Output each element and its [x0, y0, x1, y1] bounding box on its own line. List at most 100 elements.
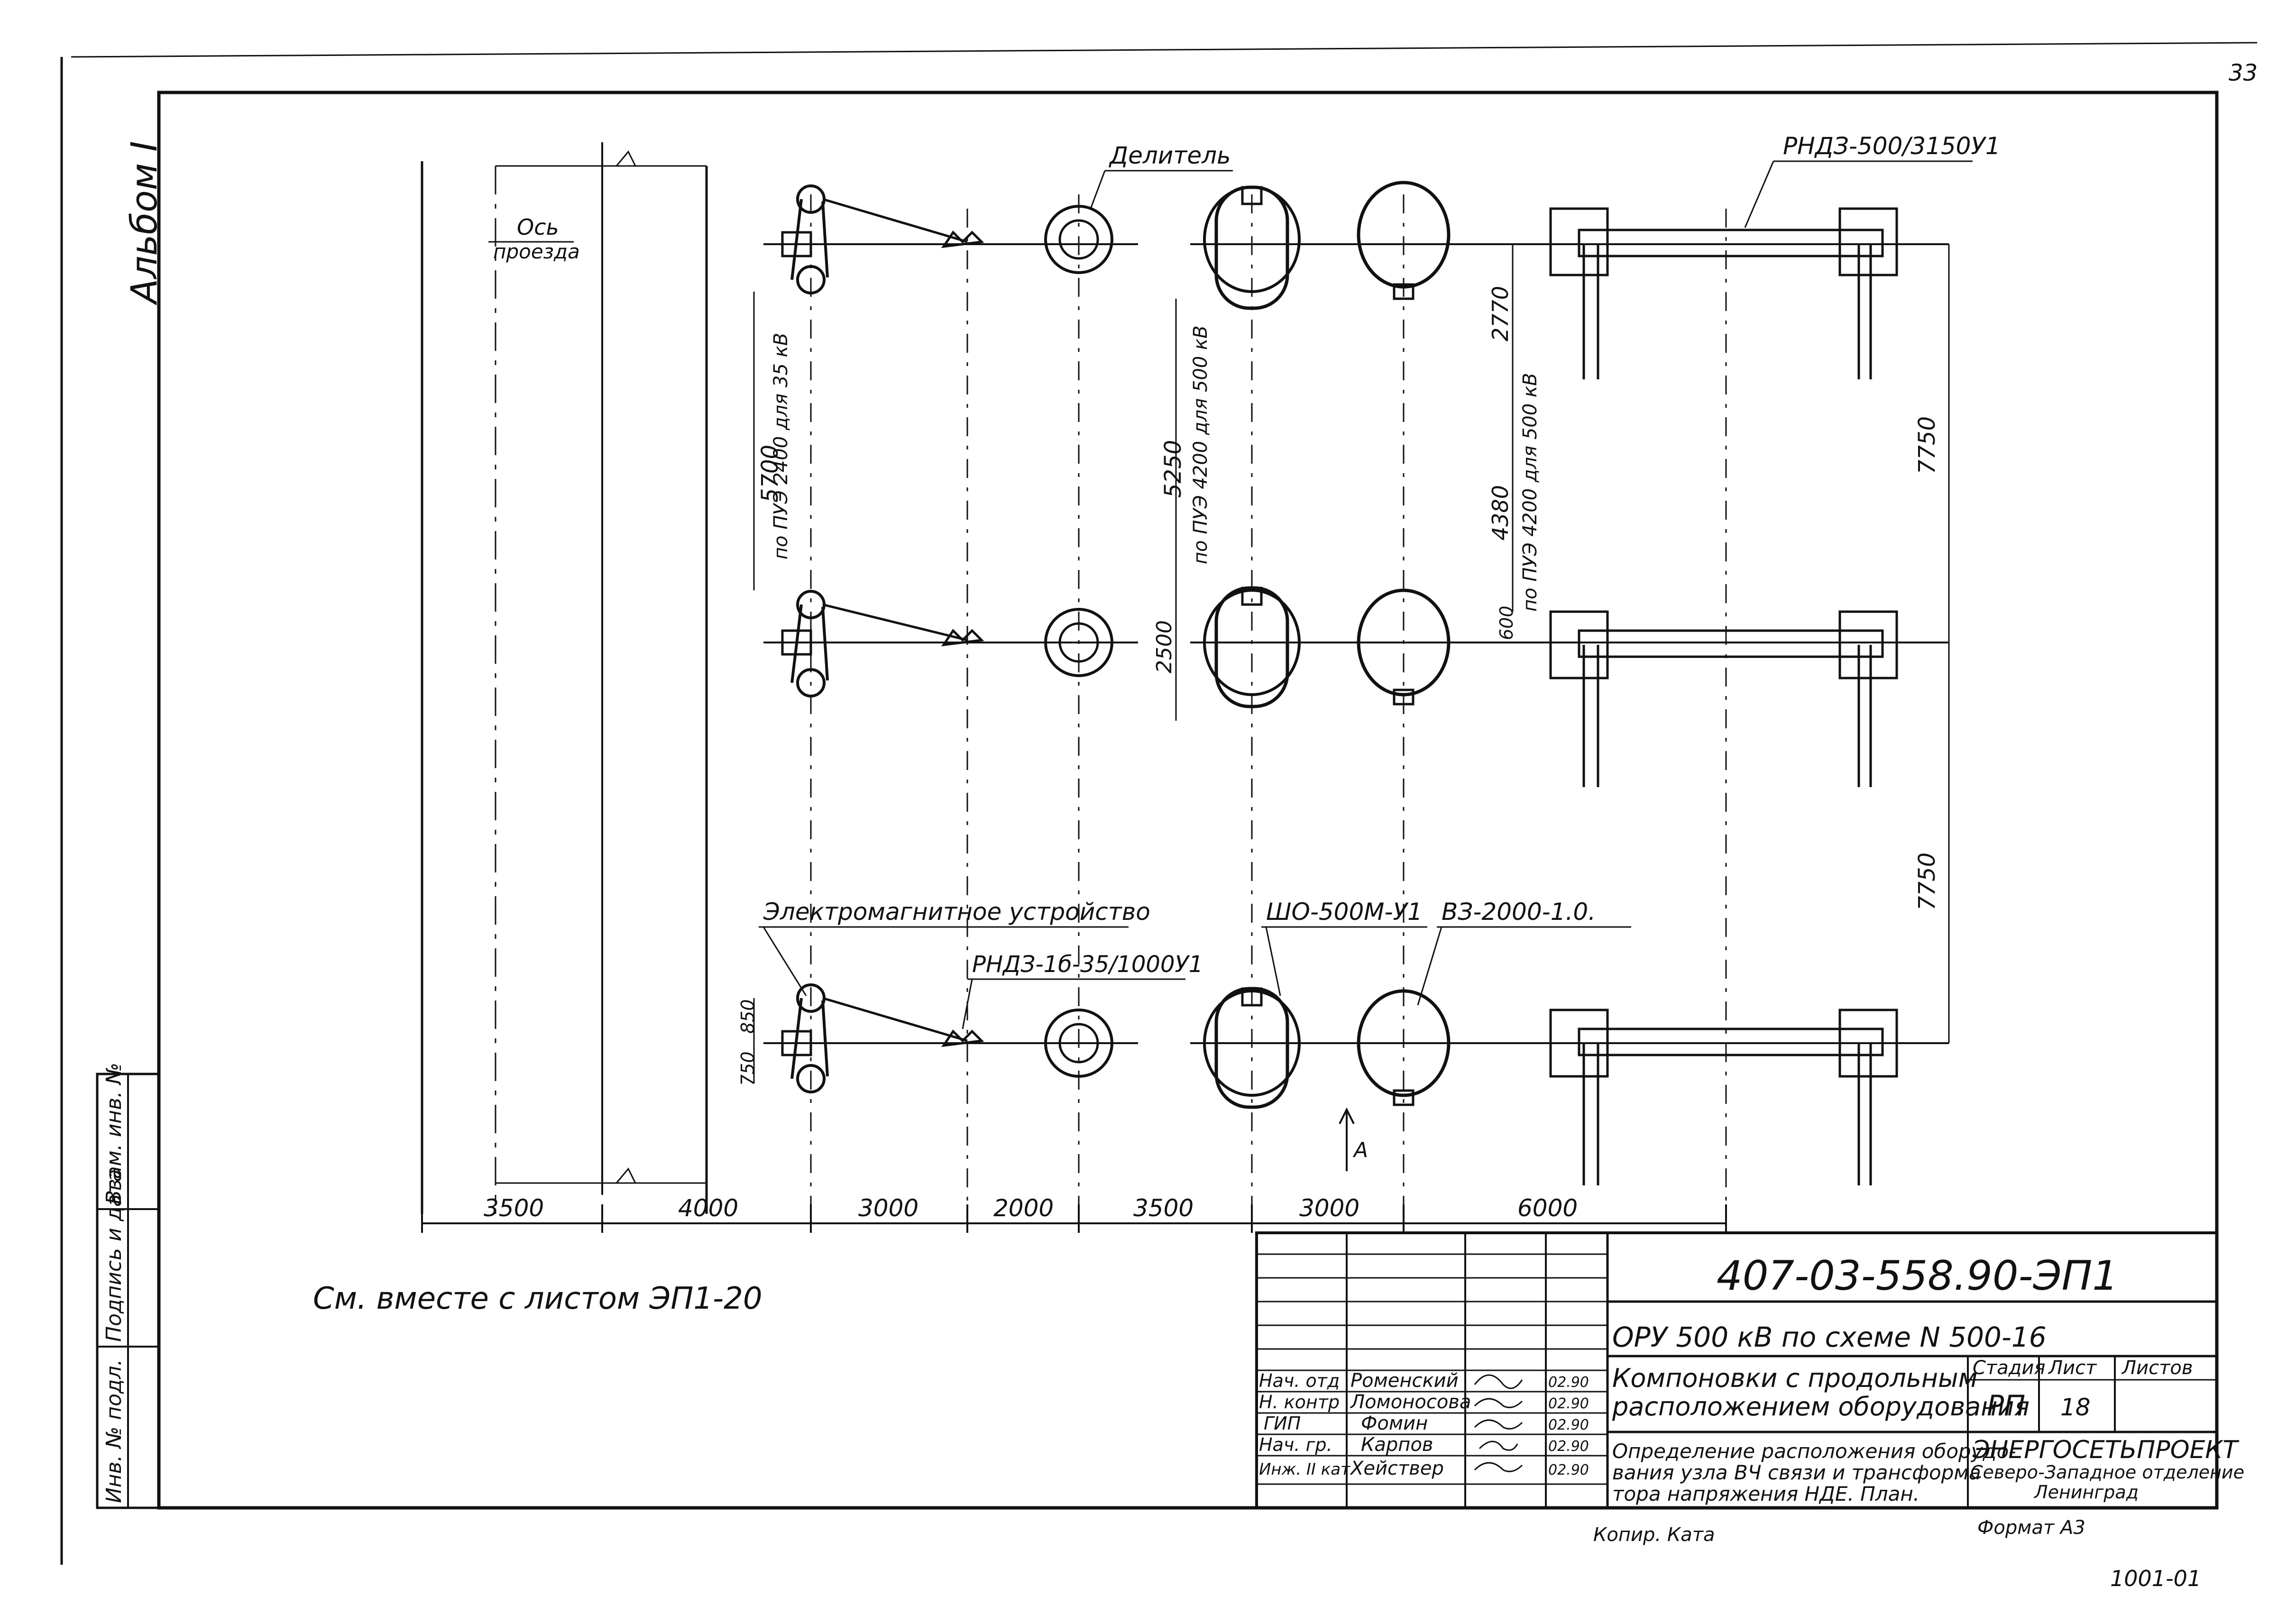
vertical-dimensions: 5700 по ПУЭ 2400 для 35 кВ 5250 по ПУЭ 4…	[737, 244, 1950, 1086]
disc-left-support-top	[1549, 207, 1609, 276]
date-5: 02.90	[1548, 1462, 1589, 1478]
divider-inner-bottom	[1058, 1023, 1099, 1064]
dim-h-3500-a: 3500	[484, 1194, 544, 1222]
capacitor-tab-top	[1393, 283, 1414, 300]
org-line-2: Северо-Западное отделение	[1970, 1462, 2244, 1483]
disconnector-top-leader	[1744, 161, 1774, 228]
disc-right-support-bottom	[1838, 1009, 1898, 1078]
dim-h-2000: 2000	[993, 1194, 1054, 1222]
capacitor-mid	[1357, 588, 1451, 697]
date-4: 02.90	[1548, 1438, 1589, 1455]
phase-row-bottom	[763, 983, 1949, 1185]
dim-2500: 2500	[1152, 620, 1176, 673]
title-line-2: расположением оборудования	[1612, 1392, 2030, 1422]
disc-blade-mid	[1578, 629, 1884, 658]
drop-line-bottom	[822, 997, 968, 1042]
name-2: Ломоносова	[1350, 1391, 1471, 1413]
capacitor-tab-bottom	[1393, 1089, 1414, 1106]
sheet-title-2: вания узла ВЧ связи и трансформа	[1612, 1461, 1981, 1484]
capacitor-label: ВЗ-2000-1.0.	[1442, 898, 1596, 926]
divider-outer-bottom	[1044, 1009, 1113, 1078]
see-also-note: См. вместе с листом ЭП1-20	[313, 1281, 762, 1316]
signature-5	[1474, 1462, 1523, 1472]
sheet-value: 18	[2060, 1394, 2091, 1421]
sheet-title-3: тора напряжения НДЕ. План.	[1612, 1482, 1919, 1505]
axis-label-2: проезда	[493, 240, 580, 263]
col-sheet: Лист	[2048, 1357, 2097, 1379]
org-line-3: Ленинград	[2033, 1482, 2139, 1503]
phase-row-mid	[763, 586, 1949, 787]
signature-2	[1474, 1398, 1523, 1408]
divider-outer-mid	[1044, 608, 1113, 677]
dim-h-6000: 6000	[1517, 1194, 1578, 1222]
trap-ellipse-bottom	[1203, 990, 1301, 1097]
name-4: Карпов	[1361, 1434, 1433, 1456]
title-line-1: Компоновки с продольным	[1612, 1363, 1977, 1393]
em-link-2-mid	[821, 606, 829, 681]
stamp-cell-sign: Подпись и дата	[102, 1169, 126, 1342]
phase-row-top	[763, 181, 1949, 379]
divider-label: Делитель	[1109, 142, 1231, 169]
disc-blade-bottom	[1578, 1028, 1884, 1056]
em-block	[781, 231, 812, 257]
insulator-bottom-mid	[796, 668, 826, 697]
capacitor-tab-mid	[1393, 688, 1414, 706]
em-device-label: Электромагнитное устройство	[763, 898, 1150, 926]
small-disconnector-leader	[962, 979, 973, 1029]
role-2: Н. контр	[1259, 1392, 1340, 1413]
divider-outer-top	[1044, 205, 1113, 274]
top-edge-line	[71, 42, 2258, 58]
title-block: 407-03-558.90-ЭП1 ОРУ 500 кВ по схеме N …	[1255, 1231, 2244, 1509]
disc-blade-top	[1578, 229, 1884, 257]
bottom-mark: 1001-01	[2110, 1566, 2201, 1591]
dim-7750-b: 7750	[1914, 853, 1940, 910]
em-device-leader	[762, 927, 807, 996]
dim-4380-note: по ПУЭ 4200 для 500 кВ	[1519, 373, 1541, 612]
dim-h-3000-a: 3000	[858, 1194, 918, 1222]
small-disconnector-top	[941, 230, 984, 248]
equipment-axes	[810, 194, 1727, 1223]
dim-5250: 5250	[1160, 440, 1186, 498]
dim-750: 750	[737, 1051, 758, 1086]
small-disconnector-label: РНДЗ-1б-35/1000У1	[972, 951, 1203, 978]
project-title: ОРУ 500 кВ по схеме N 500-16	[1612, 1321, 2047, 1353]
stamp-cell-replace: Взам. инв. №	[102, 1063, 126, 1204]
dim-2770: 2770	[1488, 286, 1513, 341]
name-5: Хействер	[1350, 1458, 1444, 1479]
dim-h-3500-b: 3500	[1133, 1194, 1194, 1222]
dim-600: 600	[1496, 606, 1517, 640]
dim-5700-note: по ПУЭ 2400 для 35 кВ	[770, 333, 792, 560]
dim-5250-note: по ПУЭ 4200 для 500 кВ	[1190, 325, 1212, 564]
break-mark-top	[615, 150, 636, 166]
copied-by: Копир. Ката	[1593, 1524, 1715, 1546]
axis-label: Ось	[517, 214, 559, 240]
em-link-2	[821, 201, 829, 278]
small-disconnector-mid	[941, 629, 984, 647]
capacitor-bottom	[1357, 989, 1451, 1097]
album-label: Альбом I	[123, 141, 165, 306]
role-4: Нач. гр.	[1259, 1434, 1332, 1455]
capacitor-leader	[1417, 927, 1442, 1006]
dim-h-4000: 4000	[678, 1194, 738, 1222]
divider-inner-top	[1058, 219, 1099, 260]
trap-tab-top	[1241, 186, 1263, 205]
role-3: ГИП	[1264, 1413, 1301, 1434]
view-arrow-head	[1339, 1107, 1355, 1124]
signature-4	[1479, 1440, 1518, 1451]
role-5: Инж. II кат	[1259, 1460, 1350, 1479]
name-1: Роменский	[1350, 1370, 1459, 1392]
small-disconnector-bottom	[941, 1029, 984, 1047]
format-label: Формат А3	[1977, 1517, 2085, 1539]
date-2: 02.90	[1548, 1395, 1589, 1412]
doc-code: 407-03-558.90-ЭП1	[1717, 1252, 2118, 1300]
sheet-title-1: Определение расположения оборудо-	[1612, 1440, 2016, 1463]
divider-inner-mid	[1058, 622, 1099, 663]
trap-leader	[1265, 927, 1281, 996]
name-3: Фомин	[1361, 1413, 1428, 1434]
disc-left-support-bottom	[1549, 1009, 1609, 1078]
signature-1	[1474, 1374, 1523, 1389]
disconnector-top-label: РНДЗ-500/3150У1	[1783, 132, 2001, 160]
drop-line-mid	[822, 603, 968, 642]
view-label: А	[1352, 1138, 1368, 1162]
